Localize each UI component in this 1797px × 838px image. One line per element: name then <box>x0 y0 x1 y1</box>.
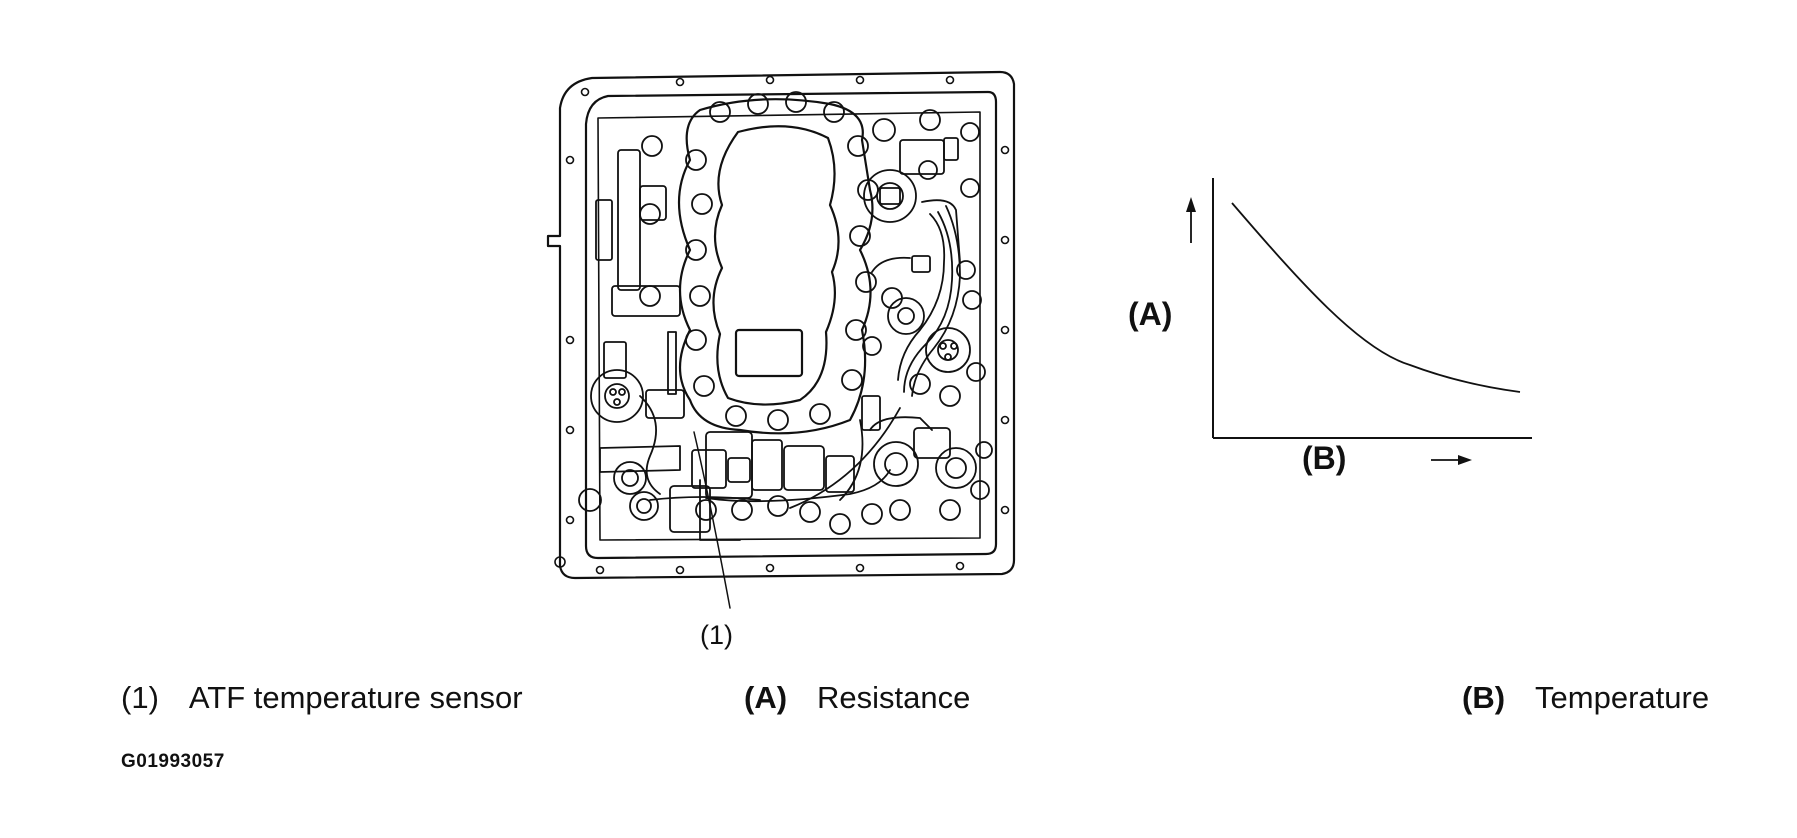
legend-item-a: (A) Resistance <box>744 680 970 716</box>
resistance-temperature-graph <box>1186 178 1532 465</box>
y-axis-label: (A) <box>1128 296 1173 332</box>
legend-key-1: (1) <box>121 680 159 715</box>
legend-label-b: Temperature <box>1535 680 1710 715</box>
callout-number-1: (1) <box>700 620 733 650</box>
plate-bolts <box>639 91 879 431</box>
legend-label-a: Resistance <box>817 680 971 715</box>
x-axis-label: (B) <box>1302 440 1347 476</box>
legend-key-a: (A) <box>744 680 788 715</box>
flange-bolt-holes <box>554 75 1010 575</box>
legend-key-b: (B) <box>1462 680 1506 715</box>
callout-leader-line <box>693 431 731 609</box>
bottom-solenoids <box>649 431 891 535</box>
figure-code: G01993057 <box>121 751 225 772</box>
legend-item-1: (1) ATF temperature sensor <box>121 680 523 716</box>
legend-item-b: (B) Temperature <box>1462 680 1709 716</box>
oil-pan-outline <box>546 70 1016 580</box>
right-valve-components <box>789 109 993 521</box>
resistance-curve <box>1231 202 1521 393</box>
left-valve-components <box>578 149 751 541</box>
valve-body-illustration <box>546 70 1016 609</box>
oil-pan-inner-wall <box>584 90 998 560</box>
separator-plate-inner <box>712 125 840 406</box>
legend-label-1: ATF temperature sensor <box>188 680 523 715</box>
separator-plate <box>677 98 874 435</box>
